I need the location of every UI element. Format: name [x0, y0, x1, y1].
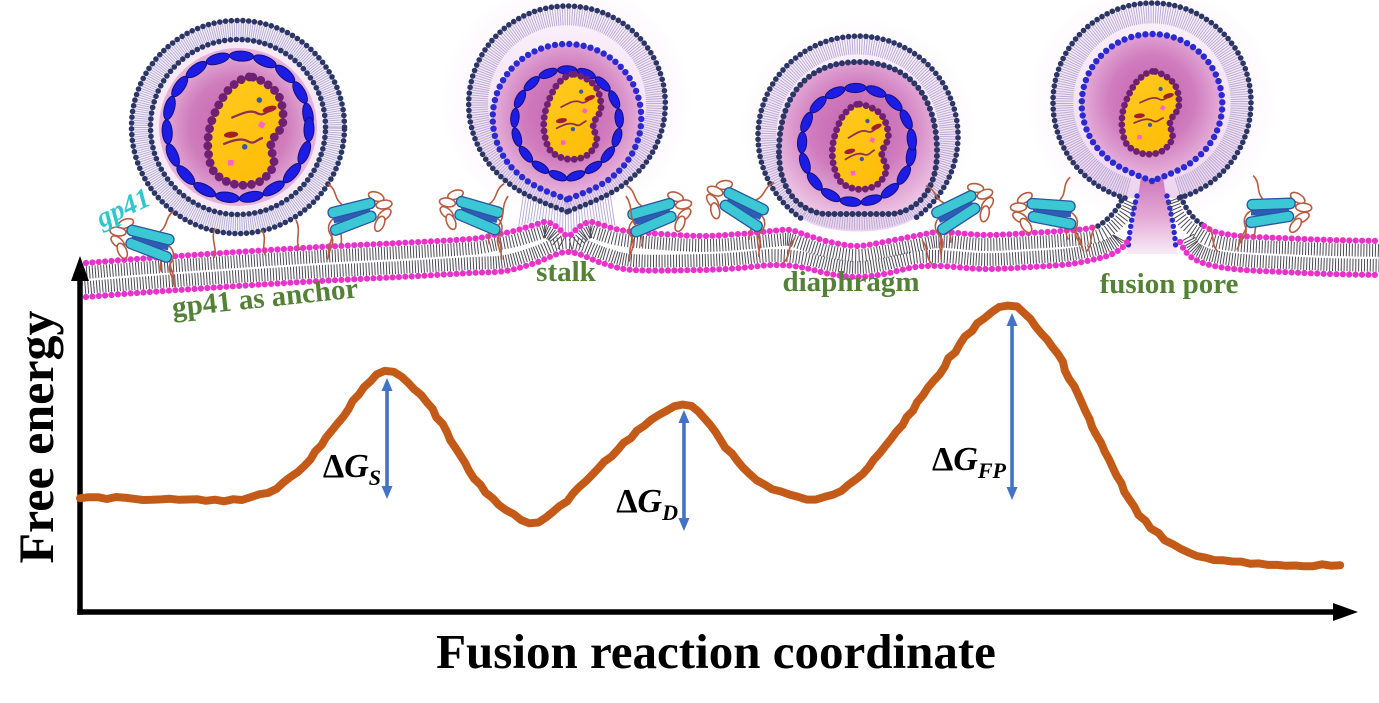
y-axis-title: Free energy	[8, 310, 64, 563]
virion-stages-layer	[128, 0, 1254, 254]
pore-channel	[1126, 170, 1178, 254]
membrane-tails-top-left	[85, 199, 1137, 279]
label-delta-g-s: ΔGS	[323, 448, 381, 490]
capsid-stage-4	[1118, 68, 1183, 158]
rna-strand	[1133, 117, 1165, 124]
membrane-heads-bottom-right	[1176, 238, 1378, 278]
matrix-ring	[161, 50, 315, 203]
capsid-stage-3	[828, 100, 892, 193]
neck-heads-left	[1095, 198, 1125, 229]
gp41-petals	[1009, 191, 1033, 234]
capsid-dot	[257, 121, 266, 129]
capsid-dot	[579, 89, 584, 94]
gp41-petals	[1288, 191, 1313, 234]
capsid-granule	[262, 105, 277, 113]
gp41-complex-3-left	[705, 179, 775, 258]
matrix-ring	[796, 82, 917, 207]
label-delta-g-fp: ΔGFP	[932, 441, 1007, 483]
capsid-dot	[1159, 104, 1166, 111]
capsid-dot	[256, 97, 263, 103]
gp41-complex-1-left	[109, 210, 176, 288]
x-axis-arrowhead	[1333, 603, 1358, 621]
capsid-dot	[1137, 134, 1142, 140]
membrane-tails-bottom-left	[84, 234, 1125, 294]
pore-wall-right	[1164, 193, 1179, 248]
gp41-proteins-layer	[109, 174, 1313, 288]
rna-strand	[844, 149, 876, 161]
capsid-granule	[223, 131, 239, 138]
gp41-petals	[367, 190, 393, 233]
capsid-granule	[584, 95, 596, 101]
capsid-granule	[555, 118, 567, 124]
membrane-tails-top-right	[1166, 197, 1379, 257]
capsid-granule	[1133, 113, 1145, 119]
rna-strand	[222, 136, 264, 146]
membrane-tails-bottom-right	[1182, 233, 1379, 272]
gp41-core	[332, 208, 372, 224]
capsid-dot	[241, 144, 248, 150]
envelope-tails	[133, 22, 343, 232]
gp41-core	[130, 235, 170, 251]
virion-stage-4-fusion-pore	[1050, 0, 1254, 254]
capsid-dot	[850, 170, 856, 176]
capsid-dot	[1147, 122, 1153, 127]
gp41-complex-2-left	[438, 183, 505, 260]
gp41-petals	[109, 217, 135, 260]
capsid-dot	[227, 159, 234, 166]
stalk-hatch	[518, 191, 616, 234]
label-delta-g-d: ΔGD	[616, 483, 678, 525]
capsid-dot	[560, 140, 566, 145]
capsid-dot	[869, 137, 876, 143]
anchor-strands	[212, 195, 1219, 267]
gp41-core	[459, 207, 499, 223]
gp41-core	[632, 209, 672, 225]
free-energy-plot	[71, 256, 1358, 621]
neck-heads-right	[1178, 194, 1205, 228]
axes	[77, 272, 1342, 615]
free-energy-curve	[76, 301, 1345, 571]
gp41-complex-1-right	[326, 183, 393, 261]
rna-strand	[555, 120, 587, 130]
capsid-dot	[1158, 86, 1163, 92]
label-diaphragm: diaphragm	[783, 266, 920, 298]
capsid-granule	[844, 148, 856, 155]
gp41-core	[1251, 208, 1289, 216]
capsid-stage-1	[203, 72, 288, 190]
capsid-granule	[1163, 93, 1174, 99]
virion-stage-1-free	[128, 17, 348, 237]
virion-stage-2-stalk	[465, 3, 669, 234]
pore-wall-left	[1125, 193, 1140, 248]
x-axis-title: Fusion reaction coordinate	[436, 624, 996, 679]
y-axis-arrowhead	[71, 256, 89, 281]
capsid-stage-2	[540, 70, 605, 163]
membrane-heads-top-right	[1200, 222, 1378, 245]
gp41-complex-2-right	[626, 185, 693, 262]
barrier-arrow-dg_s	[381, 377, 393, 500]
capsid-dot	[859, 156, 865, 162]
capsid-dot	[581, 107, 588, 114]
gp41-complex-4-right	[1236, 174, 1313, 251]
gp41-core	[725, 198, 763, 220]
gp41-complex-4-left	[1009, 176, 1085, 253]
barrier-arrow-dg_fp	[1006, 313, 1018, 500]
gp41-core	[937, 201, 975, 223]
matrix-ring	[510, 65, 624, 182]
capsid-dot	[570, 127, 576, 132]
membrane-detail-layer	[82, 197, 1379, 301]
gp41-complex-3-right	[925, 182, 995, 261]
label-fusion-pore: fusion pore	[1100, 268, 1239, 300]
virion-stage-3-diaphragm	[755, 33, 961, 232]
envelope-tails	[1054, 4, 1250, 197]
capsid-granule	[871, 123, 882, 130]
capsid-dot	[865, 118, 870, 124]
membrane-fill-left	[86, 197, 1128, 297]
barrier-arrow-dg_d	[678, 409, 690, 532]
label-stalk: stalk	[536, 256, 597, 288]
